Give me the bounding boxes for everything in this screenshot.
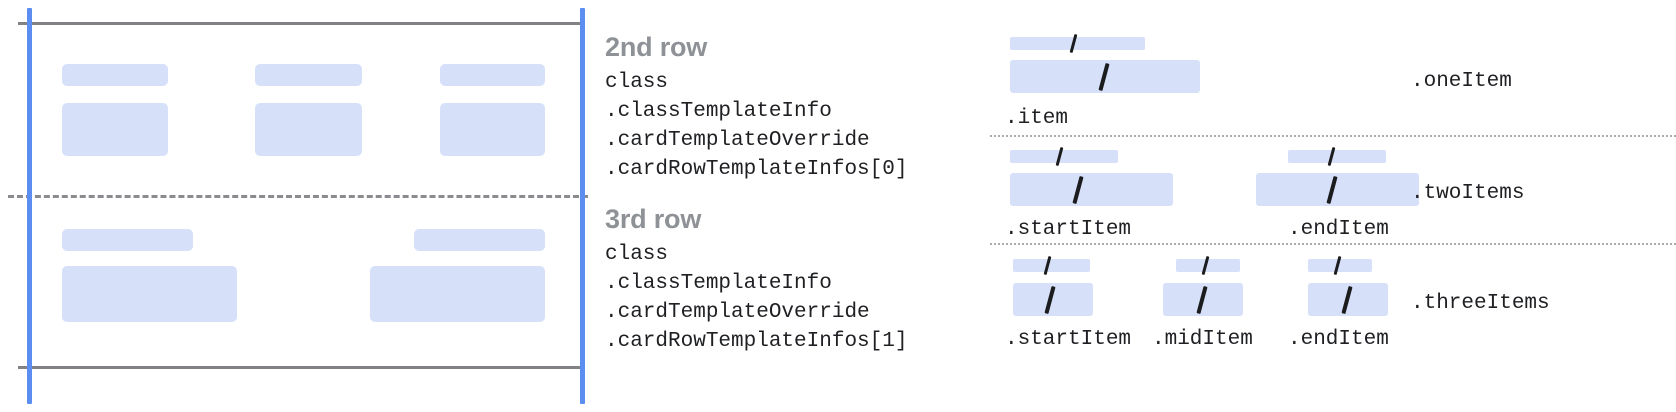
one-item-mini-bar: [1010, 33, 1145, 54]
slash-icon: [1044, 285, 1056, 315]
row3-col2-label-chip: [414, 229, 545, 251]
second-row-code-line-4: .cardRowTemplateInfos[0]: [605, 158, 908, 181]
three-items-end-box: [1308, 283, 1388, 316]
row2-col2-content-chip: [255, 103, 362, 156]
second-row-code-line-1: class: [605, 71, 669, 94]
variant-divider-2: [990, 243, 1676, 245]
three-items-end-mini-bar: [1308, 255, 1372, 276]
slash-icon: [1201, 255, 1210, 276]
third-row-heading: 3rd row: [605, 204, 702, 234]
third-row-code-line-3: .cardTemplateOverride: [605, 301, 870, 324]
three-items-start-label: .startItem: [1005, 328, 1132, 351]
three-items-variant-label: .threeItems: [1411, 292, 1550, 315]
one-item-variant-label: .oneItem: [1411, 70, 1512, 93]
second-row-code-line-3: .cardTemplateOverride: [605, 129, 870, 152]
row3-col1-label-chip: [62, 229, 193, 251]
card-left-guide: [27, 8, 32, 404]
third-row-annotation: 3rd row class .classTemplateInfo .cardTe…: [605, 204, 907, 356]
card-top-rule: [18, 22, 584, 25]
two-items-end-label: .endItem: [1288, 218, 1389, 241]
slash-icon: [1196, 285, 1208, 315]
row2-col3-content-chip: [440, 103, 545, 156]
one-item-box: [1010, 60, 1200, 93]
card-bottom-rule: [18, 366, 584, 369]
third-row-code-line-2: .classTemplateInfo: [605, 272, 832, 295]
row3-col1-content-chip: [62, 266, 237, 322]
three-items-start-mini-bar: [1013, 255, 1090, 276]
two-items-start-mini-bar: [1010, 146, 1118, 167]
card-row-divider: [8, 195, 588, 198]
three-items-start-box: [1013, 283, 1093, 316]
second-row-annotation: 2nd row class .classTemplateInfo .cardTe…: [605, 32, 907, 184]
three-items-mid-label: .midItem: [1152, 328, 1253, 351]
three-items-mid-mini-bar: [1176, 255, 1240, 276]
three-items-end-label: .endItem: [1288, 328, 1389, 351]
two-items-start-label: .startItem: [1005, 218, 1132, 241]
second-row-heading: 2nd row: [605, 32, 708, 62]
two-items-variant-label: .twoItems: [1411, 182, 1525, 205]
slash-icon: [1055, 146, 1064, 167]
slash-icon: [1072, 175, 1084, 205]
slash-icon: [1341, 285, 1353, 315]
slash-icon: [1043, 255, 1052, 276]
row2-col1-content-chip: [62, 103, 168, 156]
slash-icon: [1326, 175, 1338, 205]
row2-col2-label-chip: [255, 64, 362, 86]
one-item-label: .item: [1005, 107, 1069, 130]
slash-icon: [1098, 62, 1110, 92]
two-items-start-box: [1010, 173, 1173, 206]
two-items-end-box: [1256, 173, 1419, 206]
row2-col1-label-chip: [62, 64, 168, 86]
two-items-end-mini-bar: [1288, 146, 1386, 167]
slash-icon: [1327, 146, 1336, 167]
third-row-code-line-4: .cardRowTemplateInfos[1]: [605, 330, 908, 353]
variant-divider-1: [990, 135, 1676, 137]
three-items-mid-box: [1163, 283, 1243, 316]
row3-col2-content-chip: [370, 266, 545, 322]
slash-icon: [1069, 33, 1078, 54]
slash-icon: [1333, 255, 1342, 276]
third-row-code-line-1: class: [605, 243, 669, 266]
card-right-guide: [580, 8, 585, 404]
second-row-code-line-2: .classTemplateInfo: [605, 100, 832, 123]
row2-col3-label-chip: [440, 64, 545, 86]
